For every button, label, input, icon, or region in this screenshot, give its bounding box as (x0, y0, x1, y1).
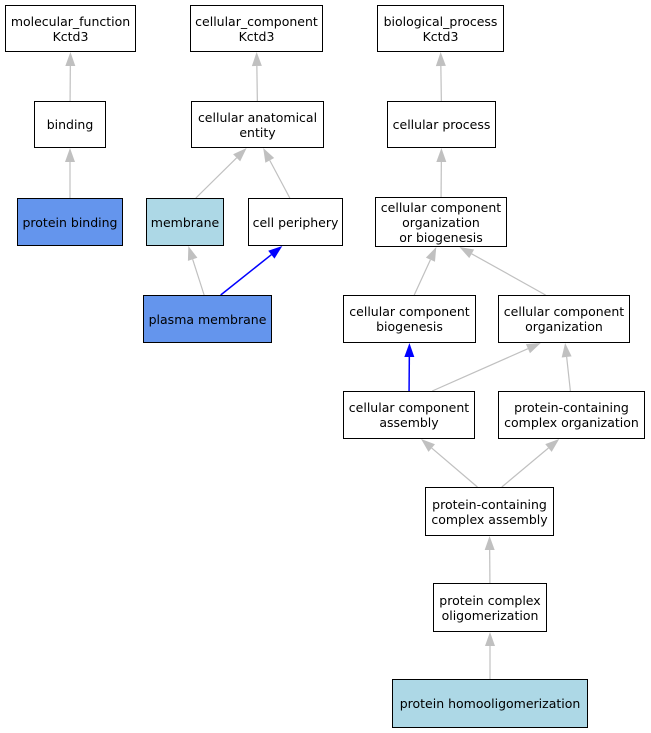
arrowhead-icon (187, 246, 198, 261)
node-cell-periphery[interactable]: cell periphery (248, 198, 343, 246)
node-cellular-anatomical-entity[interactable]: cellular anatomical entity (191, 101, 324, 148)
arrowhead-icon (233, 148, 247, 162)
arrowhead-icon (251, 52, 262, 67)
node-label-line: cellular_component (195, 13, 318, 29)
node-label-line: cellular anatomical (197, 109, 318, 125)
edge-line (220, 254, 272, 296)
edge-plasma_membrane-to-membrane (187, 246, 205, 296)
arrowhead-icon (561, 343, 572, 358)
node-plasma-membrane[interactable]: plasma membrane (143, 295, 272, 343)
edge-cca-to-cco (432, 343, 541, 392)
node-label-line: binding (46, 117, 94, 132)
arrowhead-icon (263, 148, 275, 163)
arrowhead-icon (65, 148, 75, 162)
node-label-line: assembly (379, 415, 439, 430)
arrowhead-icon (545, 439, 560, 452)
edge-pho-to-pco (485, 632, 495, 679)
edge-line (501, 447, 549, 488)
node-label-line: oligomerization (441, 607, 539, 623)
arrowhead-icon (525, 343, 541, 354)
node-label-line: cellular component (503, 304, 625, 319)
edge-line (269, 160, 291, 199)
node-cellular-component-biogenesis[interactable]: cellular component biogenesis (343, 295, 476, 343)
node-cellular-component-assembly[interactable]: cellular component assembly (343, 391, 475, 439)
arrowhead-icon (484, 536, 495, 551)
node-label-line: protein complex (439, 592, 541, 608)
arrowhead-icon (65, 52, 76, 67)
node-protein-complex-oligomerization[interactable]: protein complex oligomerization (433, 583, 547, 632)
arrowhead-icon (421, 439, 435, 452)
node-label-line: biogenesis (376, 319, 443, 334)
node-label-line: biological_process (383, 13, 498, 29)
node-label-line: Kctd3 (422, 28, 459, 44)
node-label-line: organization (402, 214, 480, 230)
arrowhead-icon (435, 52, 446, 67)
edge-cco-to-ccob (459, 247, 546, 296)
edge-line (566, 356, 571, 392)
node-cellular-component[interactable]: cellular_component Kctd3 (190, 5, 323, 52)
arrowhead-icon (268, 246, 283, 259)
node-label-line: protein binding (22, 214, 118, 230)
edge-binding-to-mf_root (65, 52, 76, 102)
edge-protein_binding-to-binding (65, 148, 75, 198)
node-label-line: Kctd3 (52, 28, 89, 44)
edge-line (413, 259, 431, 296)
node-binding[interactable]: binding (34, 101, 106, 148)
arrowhead-icon (485, 632, 495, 646)
edge-cae-to-cc_root (251, 52, 262, 102)
edge-line (471, 253, 546, 296)
edge-cca-to-ccb (404, 343, 415, 392)
node-protein-homooligomerization[interactable]: protein homooligomerization (392, 679, 588, 728)
edge-pcco-to-cco (561, 343, 572, 392)
edge-line (431, 447, 478, 488)
node-cellular-component-organization-or-biogenesis[interactable]: cellular component organization or bioge… (375, 197, 507, 247)
node-label-line: cellular process (392, 117, 491, 132)
edge-line (195, 157, 238, 199)
node-protein-containing-complex-organization[interactable]: protein-containing complex organization (498, 391, 645, 439)
node-protein-binding[interactable]: protein binding (17, 198, 123, 246)
arrowhead-icon (404, 343, 415, 358)
node-label-line: entity (239, 124, 276, 140)
edge-ccob-to-cell_process (436, 148, 447, 198)
node-membrane[interactable]: membrane (146, 198, 224, 246)
edge-cell_periphery-to-cae (263, 148, 291, 199)
edge-pcca-to-cca (421, 439, 478, 488)
arrowhead-icon (436, 148, 447, 163)
edge-line (192, 259, 205, 296)
node-label-line: cell periphery (252, 214, 339, 230)
node-label-line: plasma membrane (148, 311, 267, 327)
node-label-line: or biogenesis (399, 229, 483, 245)
node-label-line: membrane (150, 214, 220, 230)
node-label-line: protein homooligomerization (399, 696, 581, 711)
node-label-line: cellular component (348, 400, 470, 415)
edge-line (432, 348, 529, 392)
node-label-line: protein-containing (514, 400, 629, 415)
edge-line (256, 65, 258, 102)
node-cellular-component-organization[interactable]: cellular component organization (498, 295, 630, 343)
node-protein-containing-complex-assembly[interactable]: protein-containing complex assembly (425, 487, 554, 536)
edge-cell_process-to-bp_root (435, 52, 446, 102)
node-label-line: protein-containing (432, 496, 547, 512)
edge-ccb-to-ccob (413, 247, 437, 296)
edge-membrane-to-cae (195, 148, 247, 199)
edge-line (440, 65, 442, 102)
edge-pcca-to-pcco (501, 439, 560, 488)
node-label-line: complex organization (504, 415, 639, 430)
node-biological-process[interactable]: biological_process Kctd3 (377, 5, 504, 52)
edge-plasma_membrane-to-cell_periphery (220, 246, 283, 296)
node-molecular-function[interactable]: molecular_function Kctd3 (5, 5, 136, 52)
node-label-line: complex assembly (431, 511, 548, 527)
node-label-line: molecular_function (10, 13, 131, 29)
node-label-line: cellular component (349, 304, 470, 319)
arrowhead-icon (459, 247, 475, 259)
node-label-line: organization (525, 319, 603, 334)
node-cellular-process[interactable]: cellular process (387, 101, 496, 148)
node-label-line: cellular component (380, 199, 502, 215)
node-label-line: Kctd3 (238, 28, 275, 44)
arrowhead-icon (425, 247, 437, 262)
edge-pco-to-pcca (484, 536, 495, 584)
